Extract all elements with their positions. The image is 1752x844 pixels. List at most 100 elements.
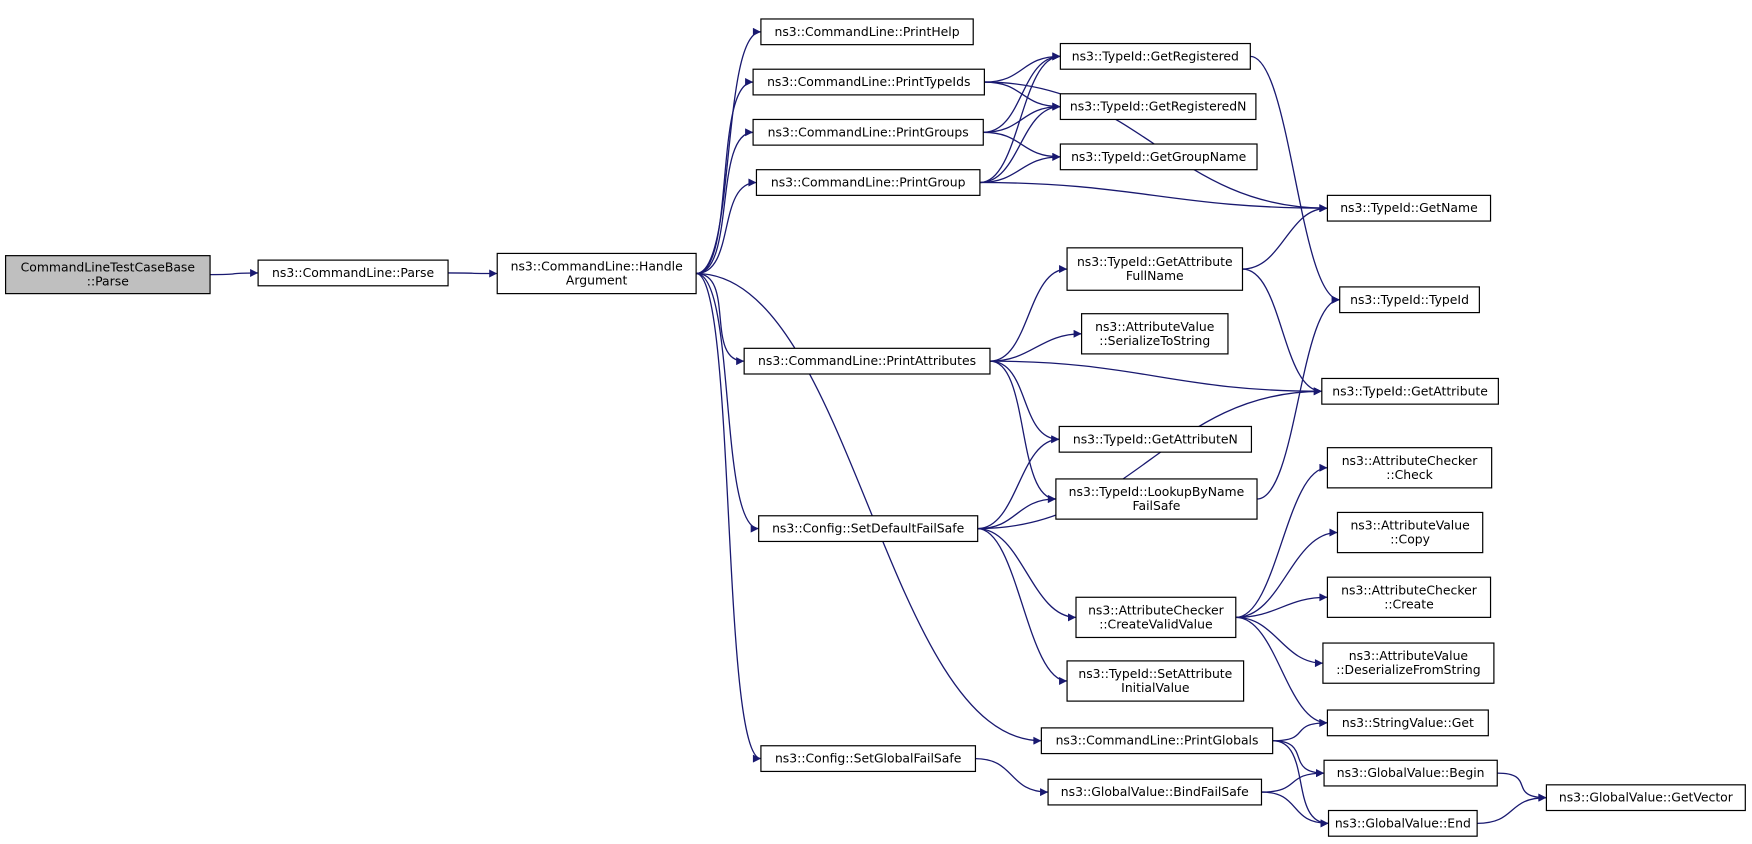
node-setglobal[interactable]: ns3::Config::SetGlobalFailSafe [760,745,977,773]
node-label: ns3::GlobalValue::GetVector [1559,790,1734,805]
node-box [1545,784,1746,812]
node-root[interactable]: CommandLineTestCaseBase::Parse [4,255,211,295]
edge-printglobals-to-stringget [1272,718,1328,742]
edge-gvbegin-to-getvector [1497,772,1547,802]
node-parse[interactable]: ns3::CommandLine::Parse [257,259,449,287]
edge-handle-to-printgroups [696,128,754,275]
node-label: ::Copy [1390,532,1430,547]
node-label: ns3::CommandLine::PrintTypeIds [767,74,970,89]
node-box [4,255,211,295]
node-label: ::DeserializeFromString [1336,662,1480,677]
node-getvector[interactable]: ns3::GlobalValue::GetVector [1545,784,1746,812]
edge-printattributes-to-lookupbyname [989,360,1056,504]
edge-createvalid-to-checkercreate [1235,593,1328,619]
node-box [1326,576,1492,618]
node-box [1326,447,1493,489]
node-deserialize[interactable]: ns3::AttributeValue::DeserializeFromStri… [1322,642,1495,684]
node-box [1058,425,1253,453]
node-label: ns3::TypeId::GetName [1340,200,1478,215]
node-box [760,745,977,773]
node-printglobals[interactable]: ns3::CommandLine::PrintGlobals [1040,727,1274,755]
node-label: ::CreateValidValue [1099,616,1212,631]
node-checkercheck[interactable]: ns3::AttributeChecker::Check [1326,447,1493,489]
node-box [1326,709,1489,737]
edge-printgroups-to-getregistered [983,52,1061,133]
node-label: ns3::TypeId::GetAttribute [1332,383,1488,398]
node-label: ns3::AttributeValue [1095,319,1214,334]
edge-setglobal-to-bindfailsafe [975,757,1049,797]
edge-parse-to-handle [448,269,498,278]
node-getregistered[interactable]: ns3::TypeId::GetRegistered [1059,42,1251,70]
node-setdefault[interactable]: ns3::Config::SetDefaultFailSafe [758,515,979,543]
edge-bindfailsafe-to-gvend [1261,791,1329,828]
node-label: ns3::Config::SetGlobalFailSafe [775,751,961,766]
edge-handle-to-printhelp [696,27,762,275]
edge-handle-to-printtypeids [696,78,754,275]
node-gvend[interactable]: ns3::GlobalValue::End [1327,809,1478,837]
node-box [1040,727,1274,755]
node-label: ns3::TypeId::GetRegisteredN [1070,99,1246,114]
node-createvalid[interactable]: ns3::AttributeChecker::CreateValidValue [1075,596,1237,639]
edge-lookupbyname-to-typeid [1256,295,1340,500]
node-getattributen[interactable]: ns3::TypeId::GetAttributeN [1058,425,1253,453]
node-box [1066,247,1244,291]
node-label: ns3::AttributeChecker [1342,453,1479,468]
node-box [743,347,991,375]
node-printattributes[interactable]: ns3::CommandLine::PrintAttributes [743,347,991,375]
node-getattribute[interactable]: ns3::TypeId::GetAttribute [1321,377,1499,405]
edge-handle-to-setglobal [695,272,762,763]
node-label: ns3::CommandLine::PrintGroups [768,124,969,139]
node-box [1323,759,1498,787]
edge-printgroup-to-getgroupname [979,152,1061,184]
node-stringget[interactable]: ns3::StringValue::Get [1326,709,1489,737]
node-label: ns3::GlobalValue::End [1335,815,1471,830]
node-getname[interactable]: ns3::TypeId::GetName [1326,194,1492,222]
node-typeid[interactable]: ns3::TypeId::TypeId [1339,286,1480,314]
edge-handle-to-setdefault [696,272,759,533]
node-valuecopy[interactable]: ns3::AttributeValue::Copy [1336,511,1484,554]
edge-printattributes-to-getattrfullname [989,265,1068,362]
node-label: ns3::CommandLine::PrintGroup [771,175,966,190]
edge-setdefault-to-createvalid [977,527,1077,622]
edge-printgroups-to-getregisteredn [983,102,1061,133]
edge-printgroup-to-getregisteredn [979,102,1061,184]
node-label: ns3::TypeId::GetGroupName [1071,149,1246,164]
edge-getattrfullname-to-getname [1242,204,1328,270]
node-gvbegin[interactable]: ns3::GlobalValue::Begin [1323,759,1498,787]
edge-bindfailsafe-to-gvbegin [1261,769,1325,793]
node-label: ns3::GlobalValue::Begin [1337,765,1485,780]
edge-printgroups-to-getgroupname [983,131,1061,161]
node-label: ns3::AttributeChecker [1341,582,1478,597]
node-printtypeids[interactable]: ns3::CommandLine::PrintTypeIds [752,68,985,96]
node-printgroup[interactable]: ns3::CommandLine::PrintGroup [755,169,981,196]
node-label: ns3::TypeId::GetRegistered [1072,48,1239,63]
node-box [1047,778,1263,806]
node-box [1059,93,1257,121]
node-layer: CommandLineTestCaseBase::Parsens3::Comma… [4,18,1746,837]
node-bindfailsafe[interactable]: ns3::GlobalValue::BindFailSafe [1047,778,1263,806]
edge-createvalid-to-checkercheck [1235,463,1328,619]
node-label: ns3::AttributeValue [1350,518,1469,533]
node-getregisteredn[interactable]: ns3::TypeId::GetRegisteredN [1059,93,1257,121]
node-serializetostring[interactable]: ns3::AttributeValue::SerializeToString [1080,313,1229,355]
edge-printtypeids-to-getregistered [984,52,1061,83]
node-label: CommandLineTestCaseBase [21,260,195,275]
node-getgroupname[interactable]: ns3::TypeId::GetGroupName [1059,143,1258,171]
node-label: ns3::AttributeValue [1349,648,1468,663]
node-checkercreate[interactable]: ns3::AttributeChecker::Create [1326,576,1492,618]
edge-getattrfullname-to-getattribute [1242,268,1322,396]
node-label: ns3::AttributeChecker [1088,602,1225,617]
node-printgroups[interactable]: ns3::CommandLine::PrintGroups [752,118,984,146]
edge-setdefault-to-lookupbyname [977,495,1056,530]
node-box [752,118,984,146]
node-label: ns3::TypeId::GetAttributeN [1073,431,1238,446]
node-box [752,68,985,96]
node-label: ns3::TypeId::LookupByName [1069,484,1245,499]
node-box [1321,377,1499,405]
edge-printattributes-to-getattribute [989,360,1322,396]
node-printhelp[interactable]: ns3::CommandLine::PrintHelp [760,18,974,46]
